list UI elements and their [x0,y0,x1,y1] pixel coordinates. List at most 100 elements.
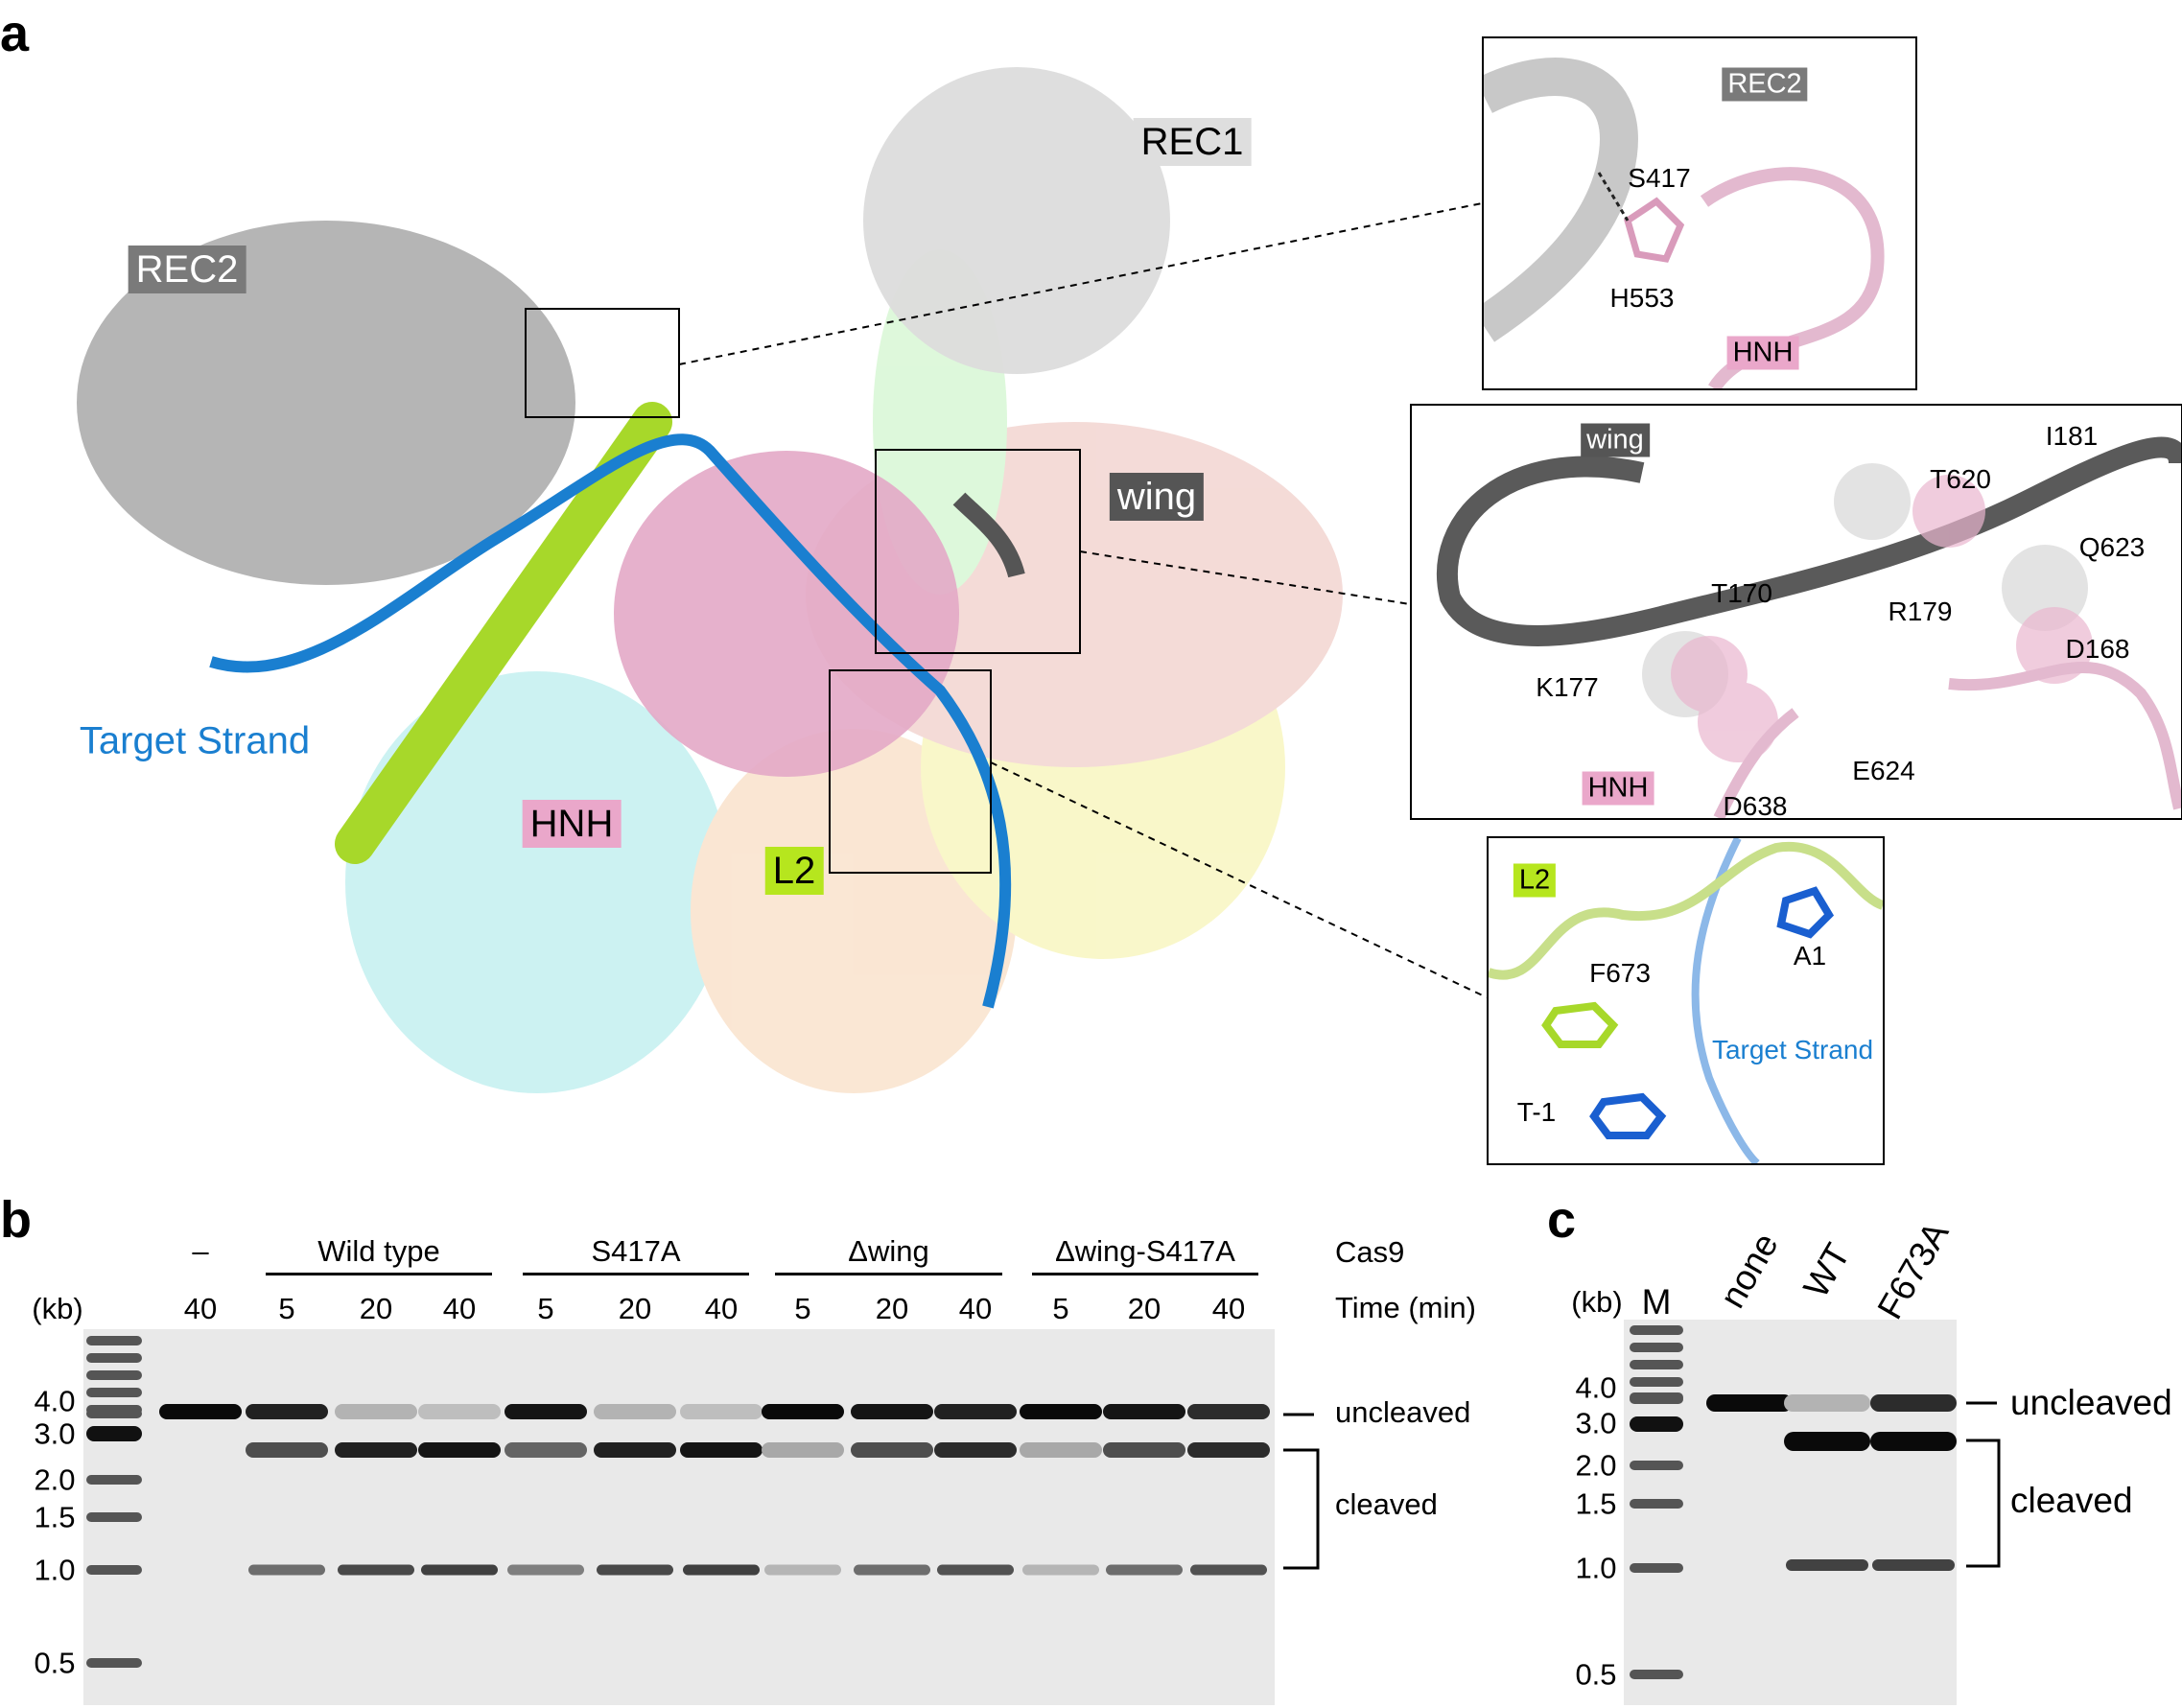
gel-b-time-label: 40 [442,1292,477,1325]
target-strand-backbone [1691,838,1760,1163]
label-rec2: REC2 [128,246,246,293]
a1-base-shape [1776,886,1835,939]
bh-domain-shape [345,671,729,1093]
gel-band [1870,1394,1957,1412]
gel-b-time-label: 40 [704,1292,739,1325]
inset3-label-l2: L2 [1513,863,1557,898]
gel-band [1190,1564,1267,1576]
ladder-band [1630,1461,1683,1470]
gel-band [1870,1432,1957,1451]
inset1-label-s417: S417 [1628,163,1691,193]
gel-b-kb-unit: (kb) [32,1292,83,1325]
inset2-label-hnh: HNH [1582,771,1654,806]
ladder-band [1630,1377,1683,1387]
l2-loop-shape [1489,841,1883,980]
gel-band [597,1564,673,1576]
gel-band [418,1404,501,1419]
gel-b-marker-label: 4.0 [34,1384,76,1418]
inset-l2: L2 A1 F673 Target Strand T-1 [1487,836,1885,1165]
hnh-loop-shape [1713,662,2181,818]
hnh-shape [614,451,959,777]
gel-b-marker-label: 1.0 [34,1553,76,1587]
gel-band [1784,1432,1870,1451]
gel-c-lane-label: M [1641,1282,1672,1322]
gel-band [854,1564,930,1576]
inset3-label-f673: F673 [1589,958,1651,988]
gel-b-group-label: S417A [591,1234,681,1268]
ladder-band [86,1565,142,1575]
gel-b-time-label: 40 [958,1292,993,1325]
gel-b-marker-label: 1.5 [34,1500,76,1534]
gel-band [159,1404,242,1419]
gel-b-time-label: 20 [1127,1292,1161,1325]
inset1-label-hnh: HNH [1726,336,1799,370]
ladder-band [86,1512,142,1522]
gel-band [335,1442,417,1458]
gel-band [680,1404,763,1419]
gel-c-marker-label: 0.5 [1575,1657,1617,1692]
gel-band [338,1564,414,1576]
label-target-strand: Target Strand [79,719,311,762]
gel-b-time-label: 5 [537,1292,554,1325]
wing-strand-shape [1436,436,2181,646]
f673-ring-shape [1541,1001,1619,1048]
histidine-ring-shape [1623,197,1685,263]
gel-b-group-label: Δwing-S417A [1055,1234,1235,1268]
gel-band [1020,1404,1102,1419]
ladder-band [1630,1392,1683,1402]
gel-band [1786,1559,1868,1571]
gel-b-group-underline [523,1273,749,1275]
inset2-label-t620: T620 [1930,464,1991,494]
ladder-band [86,1658,142,1668]
target-strand-shape [209,433,1012,1009]
gel-b-cleaved-label: cleaved [1335,1487,1438,1521]
gel-b-time-label: 40 [1211,1292,1246,1325]
ladder-band [86,1475,142,1485]
ladder-band [1630,1563,1683,1573]
inset3-label-a1: A1 [1793,941,1827,971]
ladder-band [1630,1499,1683,1509]
gel-band [1020,1442,1102,1458]
inset2-label-r179: R179 [1888,597,1953,626]
t-1-base-shape [1589,1092,1667,1139]
ladder-band [86,1388,142,1397]
inset2-label-d168: D168 [2065,634,2130,664]
ladder-band [86,1370,142,1380]
gel-band [1103,1442,1185,1458]
gel-c-marker-label: 1.0 [1575,1551,1617,1585]
gel-b-group-label: Δwing [848,1234,929,1268]
gel-b-time-label: 20 [875,1292,909,1325]
gel-b-cas9-label: Cas9 [1335,1235,1405,1269]
gel-band [504,1404,587,1419]
gel-b-marker-label: 3.0 [34,1416,76,1451]
ladder-band [1630,1325,1683,1335]
gel-band [594,1404,676,1419]
gel-b-group-label: – [192,1234,209,1268]
gel-band [1106,1564,1183,1576]
ladder-band [1630,1343,1683,1352]
gel-band [507,1564,584,1576]
inset2-label-t170: T170 [1711,578,1772,608]
gel-band [1706,1394,1793,1412]
gel-b-time-label: Time (min) [1335,1291,1476,1324]
gel-band [937,1564,1014,1576]
rec1-shape [863,67,1170,374]
hbond-line [1597,172,1630,222]
bridge-helix-shape [335,402,672,864]
gel-band [504,1442,587,1458]
ladder-band [86,1426,142,1441]
gel-c-uncleaved-label: uncleaved [2010,1383,2172,1422]
gel-band [762,1404,844,1419]
ladder-band [1630,1416,1683,1432]
gel-b-group-underline [266,1273,492,1275]
gel-c-marker-label: 2.0 [1575,1448,1617,1483]
gel-band [851,1404,933,1419]
gel-b-group-underline [775,1273,1002,1275]
label-l2: L2 [764,847,824,895]
gel-band [683,1564,760,1576]
gel-band [1187,1442,1270,1458]
box-l2 [829,669,992,874]
gel-b-time-label: 40 [183,1292,218,1325]
gel-band [762,1442,844,1458]
